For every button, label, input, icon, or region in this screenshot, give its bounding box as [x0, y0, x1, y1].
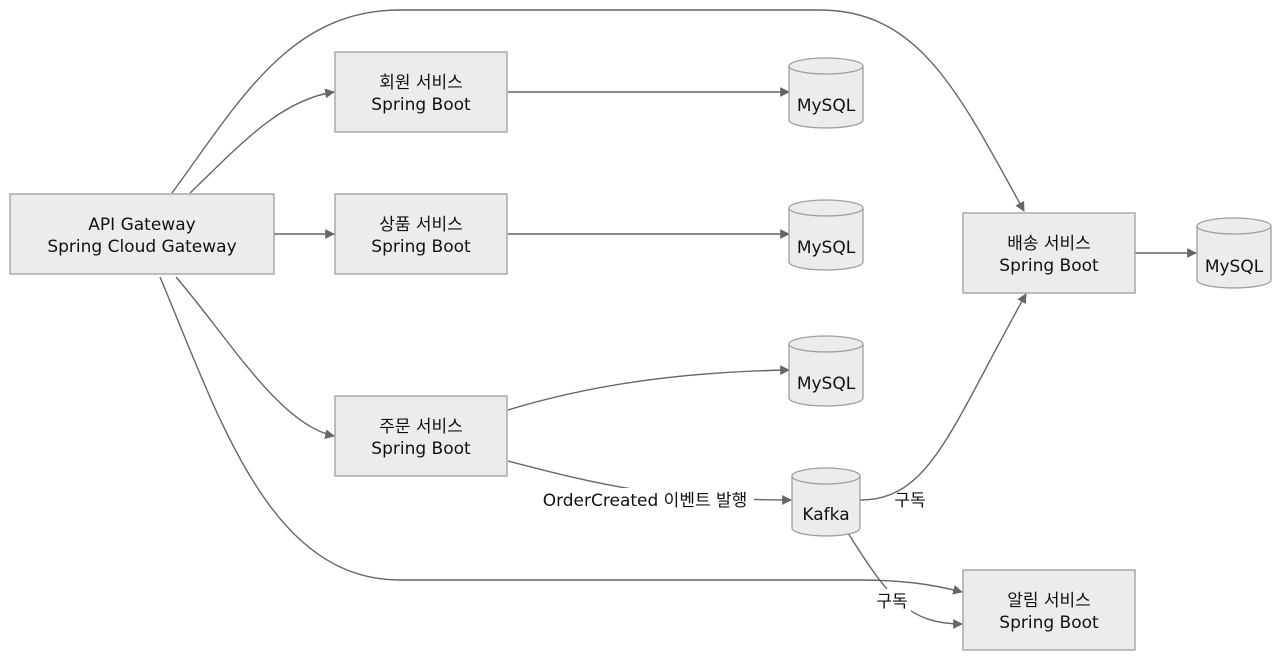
db-order-label: MySQL — [797, 374, 856, 394]
edge-labels: OrderCreated 이벤트 발행 구독 구독 — [536, 488, 926, 613]
node-order-subtitle: Spring Boot — [371, 439, 471, 459]
node-notify-service: 알림 서비스 Spring Boot — [962, 569, 1136, 651]
edge-order-db — [507, 365, 790, 411]
node-gateway: API Gateway Spring Cloud Gateway — [9, 193, 275, 275]
node-order-service: 주문 서비스 Spring Boot — [334, 395, 508, 477]
node-notify-subtitle: Spring Boot — [999, 613, 1099, 633]
db-member: MySQL — [788, 57, 864, 129]
queue-kafka-label: Kafka — [802, 505, 849, 525]
db-member-label: MySQL — [797, 96, 856, 116]
edge-label-order-kafka: OrderCreated 이벤트 발행 — [543, 491, 748, 511]
edge-kafka-delivery — [859, 293, 1027, 501]
db-product: MySQL — [788, 199, 864, 271]
db-delivery: MySQL — [1196, 217, 1272, 289]
node-order-title: 주문 서비스 — [379, 417, 463, 437]
node-delivery-subtitle: Spring Boot — [999, 256, 1099, 276]
edge-label-kafka-notify: 구독 — [876, 592, 907, 612]
edge-label-kafka-delivery: 구독 — [894, 491, 925, 511]
db-delivery-label: MySQL — [1205, 257, 1264, 277]
node-delivery-service: 배송 서비스 Spring Boot — [962, 212, 1136, 294]
node-product-service: 상품 서비스 Spring Boot — [334, 193, 508, 275]
node-gateway-title: API Gateway — [88, 215, 195, 235]
edge-gateway-notify — [159, 276, 963, 595]
node-notify-title: 알림 서비스 — [1007, 591, 1091, 611]
node-delivery-title: 배송 서비스 — [1007, 234, 1091, 254]
edge-gateway-delivery — [171, 9, 1025, 212]
node-member-service: 회원 서비스 Spring Boot — [334, 51, 508, 133]
node-member-title: 회원 서비스 — [379, 73, 463, 93]
edges — [159, 9, 1197, 629]
db-product-label: MySQL — [797, 238, 856, 258]
edge-gateway-order — [175, 276, 335, 440]
db-order: MySQL — [788, 335, 864, 407]
queue-kafka: Kafka — [791, 467, 861, 537]
node-gateway-subtitle: Spring Cloud Gateway — [47, 237, 236, 257]
node-member-subtitle: Spring Boot — [371, 95, 471, 115]
edge-gateway-member — [189, 88, 335, 194]
node-product-title: 상품 서비스 — [379, 215, 463, 235]
node-product-subtitle: Spring Boot — [371, 237, 471, 257]
